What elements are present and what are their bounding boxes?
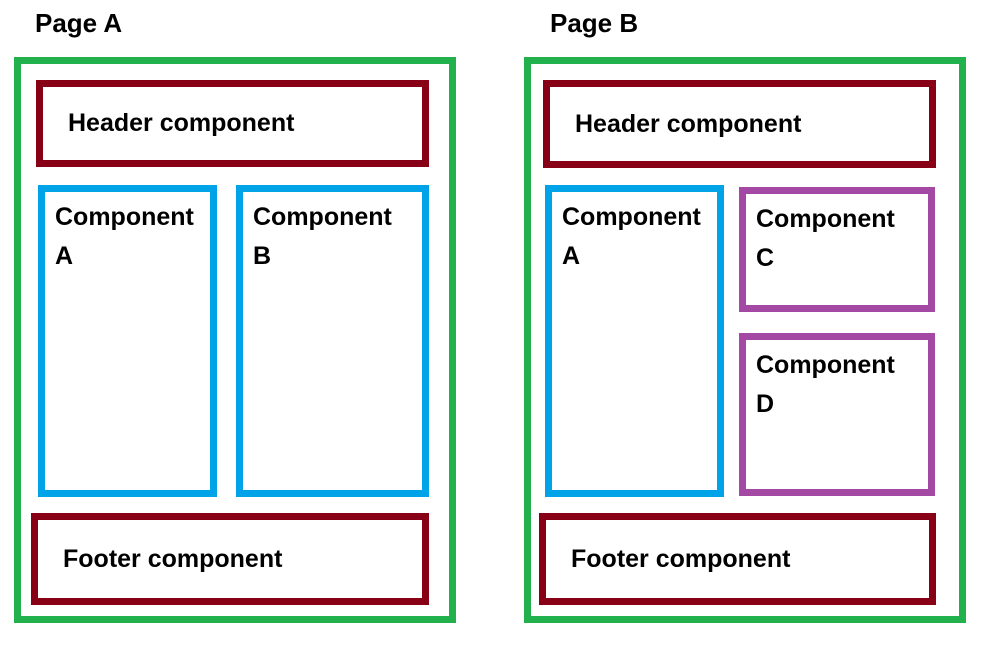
page-a-component-a: Component A (38, 185, 217, 497)
page-a-frame: Header component Component A Component B… (14, 57, 456, 623)
page-b-header-component: Header component (543, 80, 936, 168)
page-a-component-b: Component B (236, 185, 429, 497)
page-a-footer-component: Footer component (31, 513, 429, 605)
page-b-title: Page B (550, 8, 639, 38)
header-component-label: Header component (68, 109, 295, 137)
page-b-component-d: Component D (739, 333, 935, 496)
component-label: Component C (756, 205, 895, 272)
page-b-footer-component: Footer component (539, 513, 936, 605)
footer-component-label: Footer component (571, 544, 791, 573)
component-label: Component D (756, 351, 895, 418)
page-b-component-a: Component A (545, 185, 724, 497)
header-component-label: Header component (575, 109, 802, 138)
component-label: Component A (562, 203, 701, 270)
component-label: Component A (55, 203, 194, 270)
page-a-title: Page A (35, 8, 123, 38)
component-label: Component B (253, 203, 392, 270)
page-b-component-c: Component C (739, 187, 935, 312)
footer-component-label: Footer component (63, 544, 283, 573)
page-a-header-component: Header component (36, 80, 429, 167)
page-b-frame: Header component Component A Component C… (524, 57, 966, 623)
